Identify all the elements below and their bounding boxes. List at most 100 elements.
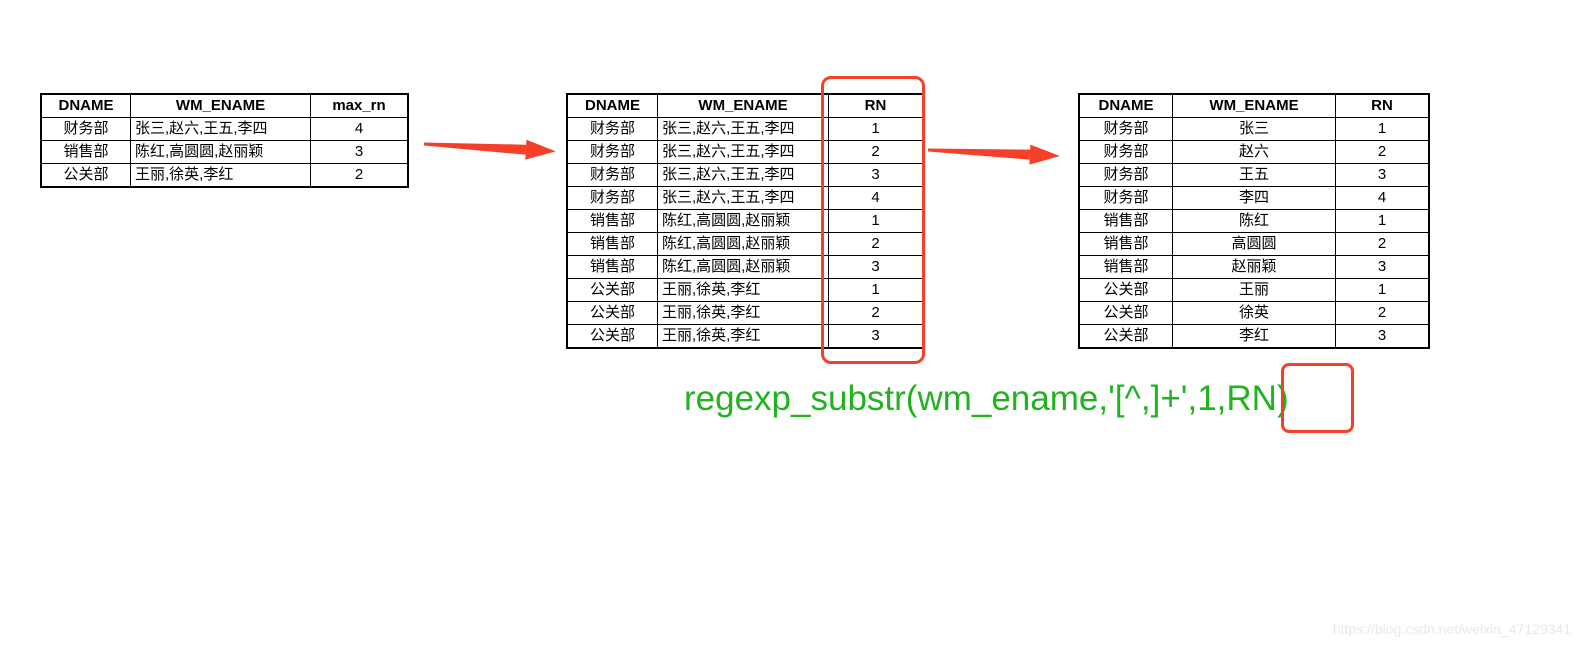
table-cell: 销售部 xyxy=(566,232,658,256)
table-cell: 李四 xyxy=(1172,186,1336,210)
table-cell: 张三,赵六,王五,李四 xyxy=(657,163,829,187)
right-arrow-icon xyxy=(927,144,1060,165)
table-cell: 3 xyxy=(828,324,924,349)
table-cell: 销售部 xyxy=(40,140,131,164)
table-cell: 财务部 xyxy=(1078,117,1173,141)
table-cell: 3 xyxy=(828,163,924,187)
table-cell: 财务部 xyxy=(1078,186,1173,210)
right-arrow-icon xyxy=(423,139,556,160)
table-cell: 1 xyxy=(1335,117,1430,141)
table-cell: 张三,赵六,王五,李四 xyxy=(657,186,829,210)
table-cell: 2 xyxy=(828,301,924,325)
table-cell: 1 xyxy=(828,209,924,233)
table-cell: 1 xyxy=(828,278,924,302)
table-cell: 3 xyxy=(828,255,924,279)
table-cell: 2 xyxy=(828,232,924,256)
arrow-tail xyxy=(927,148,1031,160)
table-cell: 王五 xyxy=(1172,163,1336,187)
column-header: RN xyxy=(828,93,924,118)
table-cell: 公关部 xyxy=(1078,301,1173,325)
table-cell: 2 xyxy=(1335,140,1430,164)
table-cell: 1 xyxy=(1335,278,1430,302)
column-header: RN xyxy=(1335,93,1430,118)
table-cell: 3 xyxy=(1335,163,1430,187)
table-cell: 2 xyxy=(310,163,409,188)
table-cell: 李红 xyxy=(1172,324,1336,349)
table-cell: 公关部 xyxy=(566,324,658,349)
table-cell: 张三,赵六,王五,李四 xyxy=(130,117,311,141)
table-cell: 2 xyxy=(1335,301,1430,325)
table-cell: 财务部 xyxy=(566,140,658,164)
table-cell: 财务部 xyxy=(1078,163,1173,187)
table-cell: 3 xyxy=(310,140,409,164)
table-cell: 财务部 xyxy=(40,117,131,141)
table-cell: 徐英 xyxy=(1172,301,1336,325)
table-cell: 王丽,徐英,李红 xyxy=(657,278,829,302)
table-cell: 销售部 xyxy=(1078,232,1173,256)
table-cell: 公关部 xyxy=(1078,324,1173,349)
table-cell: 4 xyxy=(828,186,924,210)
arrow-head xyxy=(1029,144,1060,165)
table-cell: 4 xyxy=(310,117,409,141)
table-cell: 财务部 xyxy=(566,163,658,187)
table-cell: 财务部 xyxy=(566,186,658,210)
table-cell: 3 xyxy=(1335,255,1430,279)
table-cell: 王丽,徐英,李红 xyxy=(657,301,829,325)
arrow-head xyxy=(525,139,556,160)
table-cell: 财务部 xyxy=(566,117,658,141)
table-cell: 陈红,高圆圆,赵丽颖 xyxy=(657,209,829,233)
table-cell: 陈红 xyxy=(1172,209,1336,233)
formula-text: regexp_substr(wm_ename,'[^,]+',1,RN) xyxy=(684,379,1289,418)
column-header: WM_ENAME xyxy=(1172,93,1336,118)
arrow-tail xyxy=(423,142,527,155)
table-cell: 销售部 xyxy=(1078,209,1173,233)
table-cell: 2 xyxy=(828,140,924,164)
table-cell: 陈红,高圆圆,赵丽颖 xyxy=(130,140,311,164)
table-cell: 4 xyxy=(1335,186,1430,210)
table-cell: 赵六 xyxy=(1172,140,1336,164)
table-cell: 公关部 xyxy=(40,163,131,188)
table-cell: 王丽 xyxy=(1172,278,1336,302)
table-cell: 赵丽颖 xyxy=(1172,255,1336,279)
column-header: DNAME xyxy=(1078,93,1173,118)
table-cell: 2 xyxy=(1335,232,1430,256)
table-cell: 公关部 xyxy=(1078,278,1173,302)
table-cell: 张三 xyxy=(1172,117,1336,141)
table-cell: 王丽,徐英,李红 xyxy=(657,324,829,349)
table-cell: 张三,赵六,王五,李四 xyxy=(657,117,829,141)
column-header: WM_ENAME xyxy=(657,93,829,118)
column-header: max_rn xyxy=(310,93,409,118)
column-header: DNAME xyxy=(566,93,658,118)
table-cell: 公关部 xyxy=(566,278,658,302)
table-cell: 3 xyxy=(1335,324,1430,349)
column-header: WM_ENAME xyxy=(130,93,311,118)
table-cell: 陈红,高圆圆,赵丽颖 xyxy=(657,255,829,279)
table-cell: 1 xyxy=(828,117,924,141)
table-cell: 销售部 xyxy=(566,255,658,279)
